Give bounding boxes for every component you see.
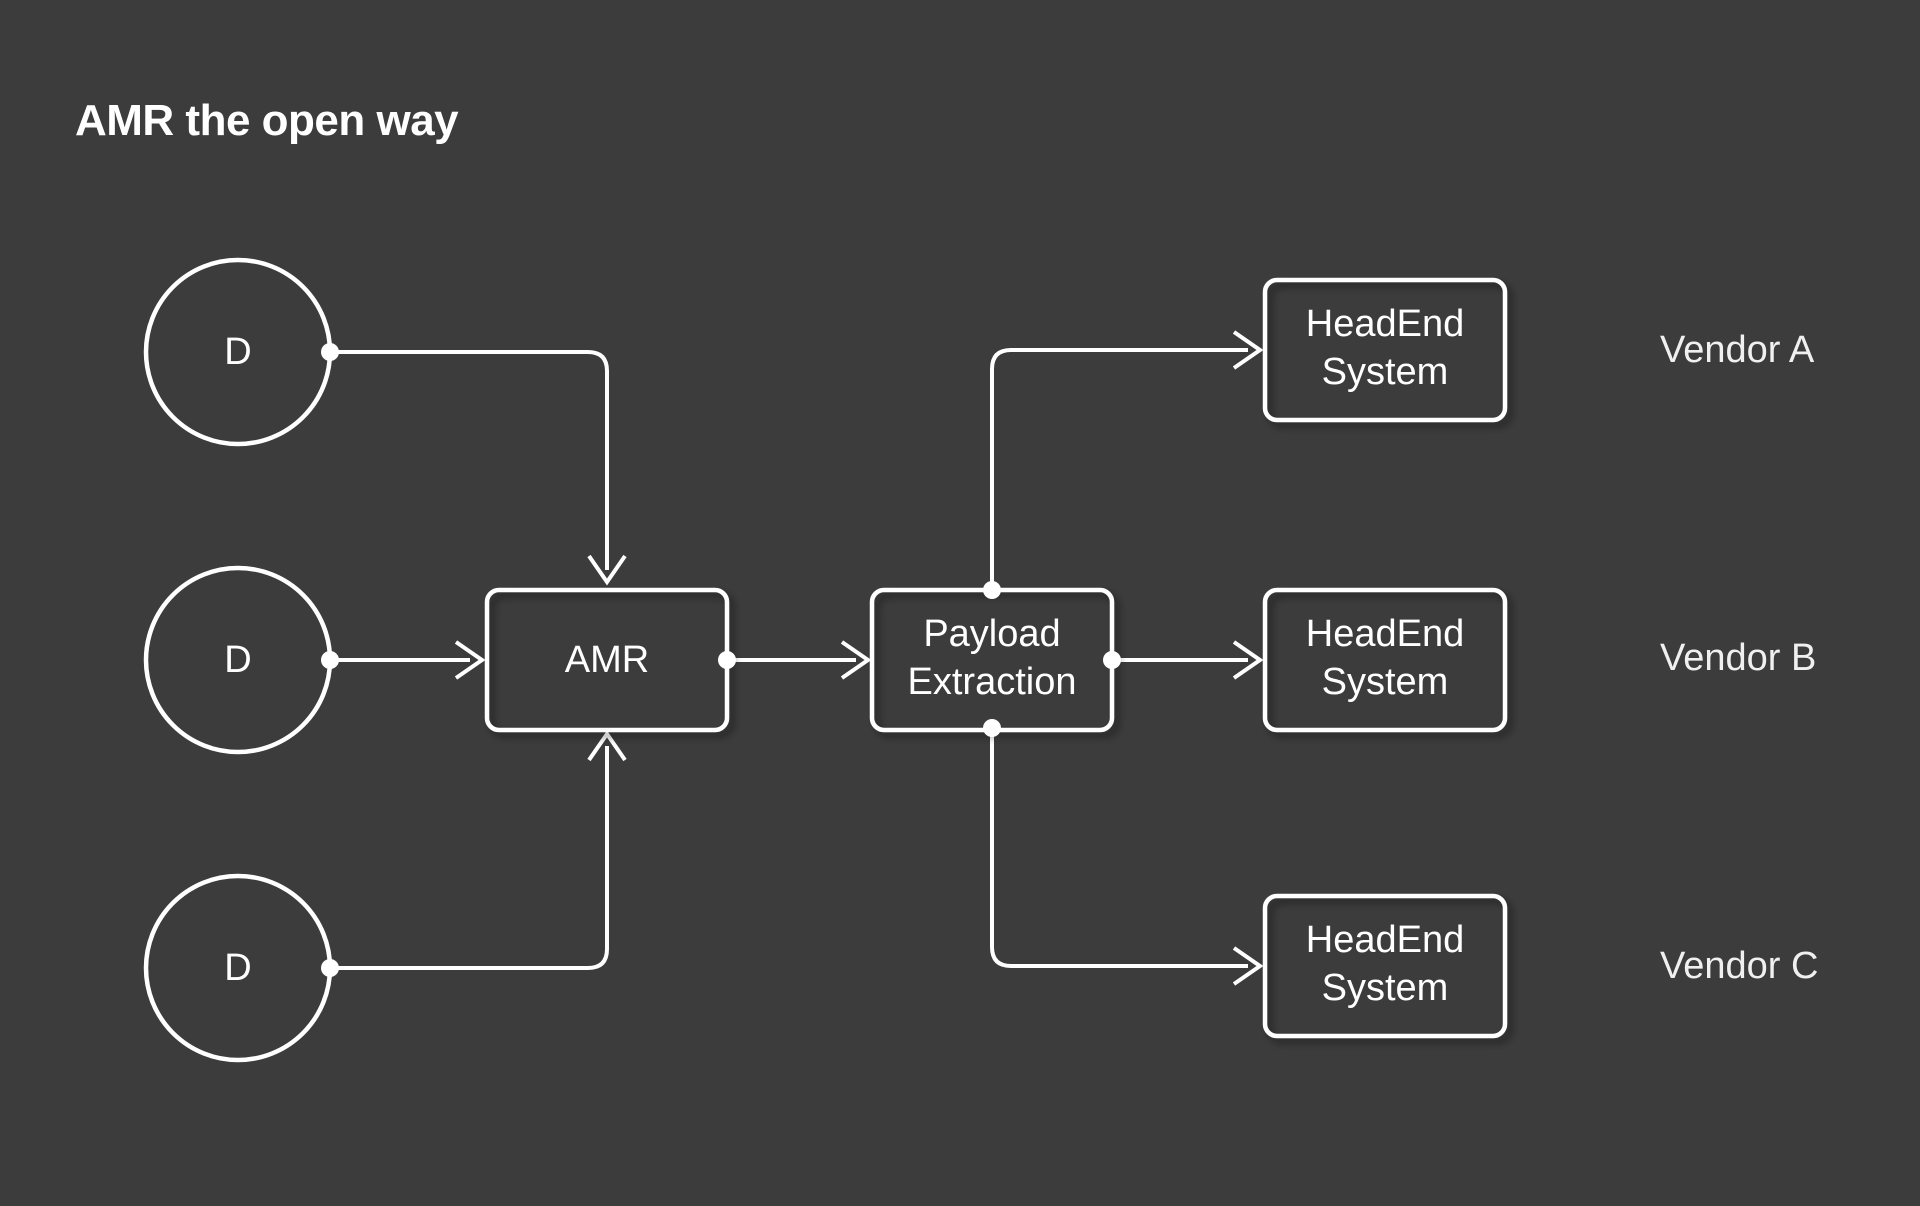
headend-a-label-line2: System (1322, 351, 1449, 393)
device-middle[interactable]: D (143, 565, 333, 755)
headend-a-box (1262, 277, 1508, 423)
arrowhead-device-middle-to-amr (454, 640, 486, 680)
vendor-label-a: Vendor A (1660, 329, 1815, 371)
device-middle-label: D (224, 639, 251, 681)
edge-device-top-to-amr (330, 350, 609, 570)
device-bottom-label: D (224, 947, 251, 989)
edge-layer (330, 330, 1264, 986)
edge-payload-to-headend-a (990, 348, 1248, 588)
dot-device-middle-out (321, 651, 339, 669)
edge-payload-to-headend-c (990, 728, 1248, 968)
headend-b-label-line2: System (1322, 661, 1449, 703)
dot-device-bottom-out (321, 959, 339, 977)
dot-payload-top-out (983, 581, 1001, 599)
arrowhead-amr-to-payload-extraction (840, 640, 872, 680)
arrowhead-device-bottom-to-amr (587, 730, 627, 762)
amr-node[interactable]: AMR (484, 587, 730, 733)
amr-label: AMR (565, 639, 649, 681)
headend-c-label-line1: HeadEnd (1306, 919, 1464, 961)
payload-extraction-label-line2: Extraction (908, 661, 1077, 703)
page-title: AMR the open way (75, 96, 459, 145)
arrowhead-payload-to-headend-b (1232, 640, 1264, 680)
arrowhead-payload-to-headend-a (1232, 330, 1264, 370)
vendor-label-c: Vendor C (1660, 945, 1818, 987)
connection-dot-layer (321, 343, 1121, 977)
device-top-label: D (224, 331, 251, 373)
dot-amr-out (718, 651, 736, 669)
dot-device-top-out (321, 343, 339, 361)
headend-c-node[interactable]: HeadEnd System (1262, 893, 1508, 1039)
device-top[interactable]: D (143, 257, 333, 447)
payload-extraction-node[interactable]: Payload Extraction (869, 587, 1115, 733)
dot-payload-bottom-out (983, 719, 1001, 737)
device-bottom[interactable]: D (143, 873, 333, 1063)
headend-b-box (1262, 587, 1508, 733)
arrowhead-device-top-to-amr (587, 554, 627, 586)
headend-a-node[interactable]: HeadEnd System (1262, 277, 1508, 423)
headend-c-box (1262, 893, 1508, 1039)
dot-payload-right-out (1103, 651, 1121, 669)
headend-b-label-line1: HeadEnd (1306, 613, 1464, 655)
payload-extraction-label-line1: Payload (923, 613, 1060, 655)
payload-extraction-box (869, 587, 1115, 733)
headend-c-label-line2: System (1322, 967, 1449, 1009)
edge-device-bottom-to-amr (330, 746, 609, 970)
arrowhead-payload-to-headend-c (1232, 946, 1264, 986)
vendor-label-b: Vendor B (1660, 637, 1816, 679)
headend-b-node[interactable]: HeadEnd System (1262, 587, 1508, 733)
headend-a-label-line1: HeadEnd (1306, 303, 1464, 345)
